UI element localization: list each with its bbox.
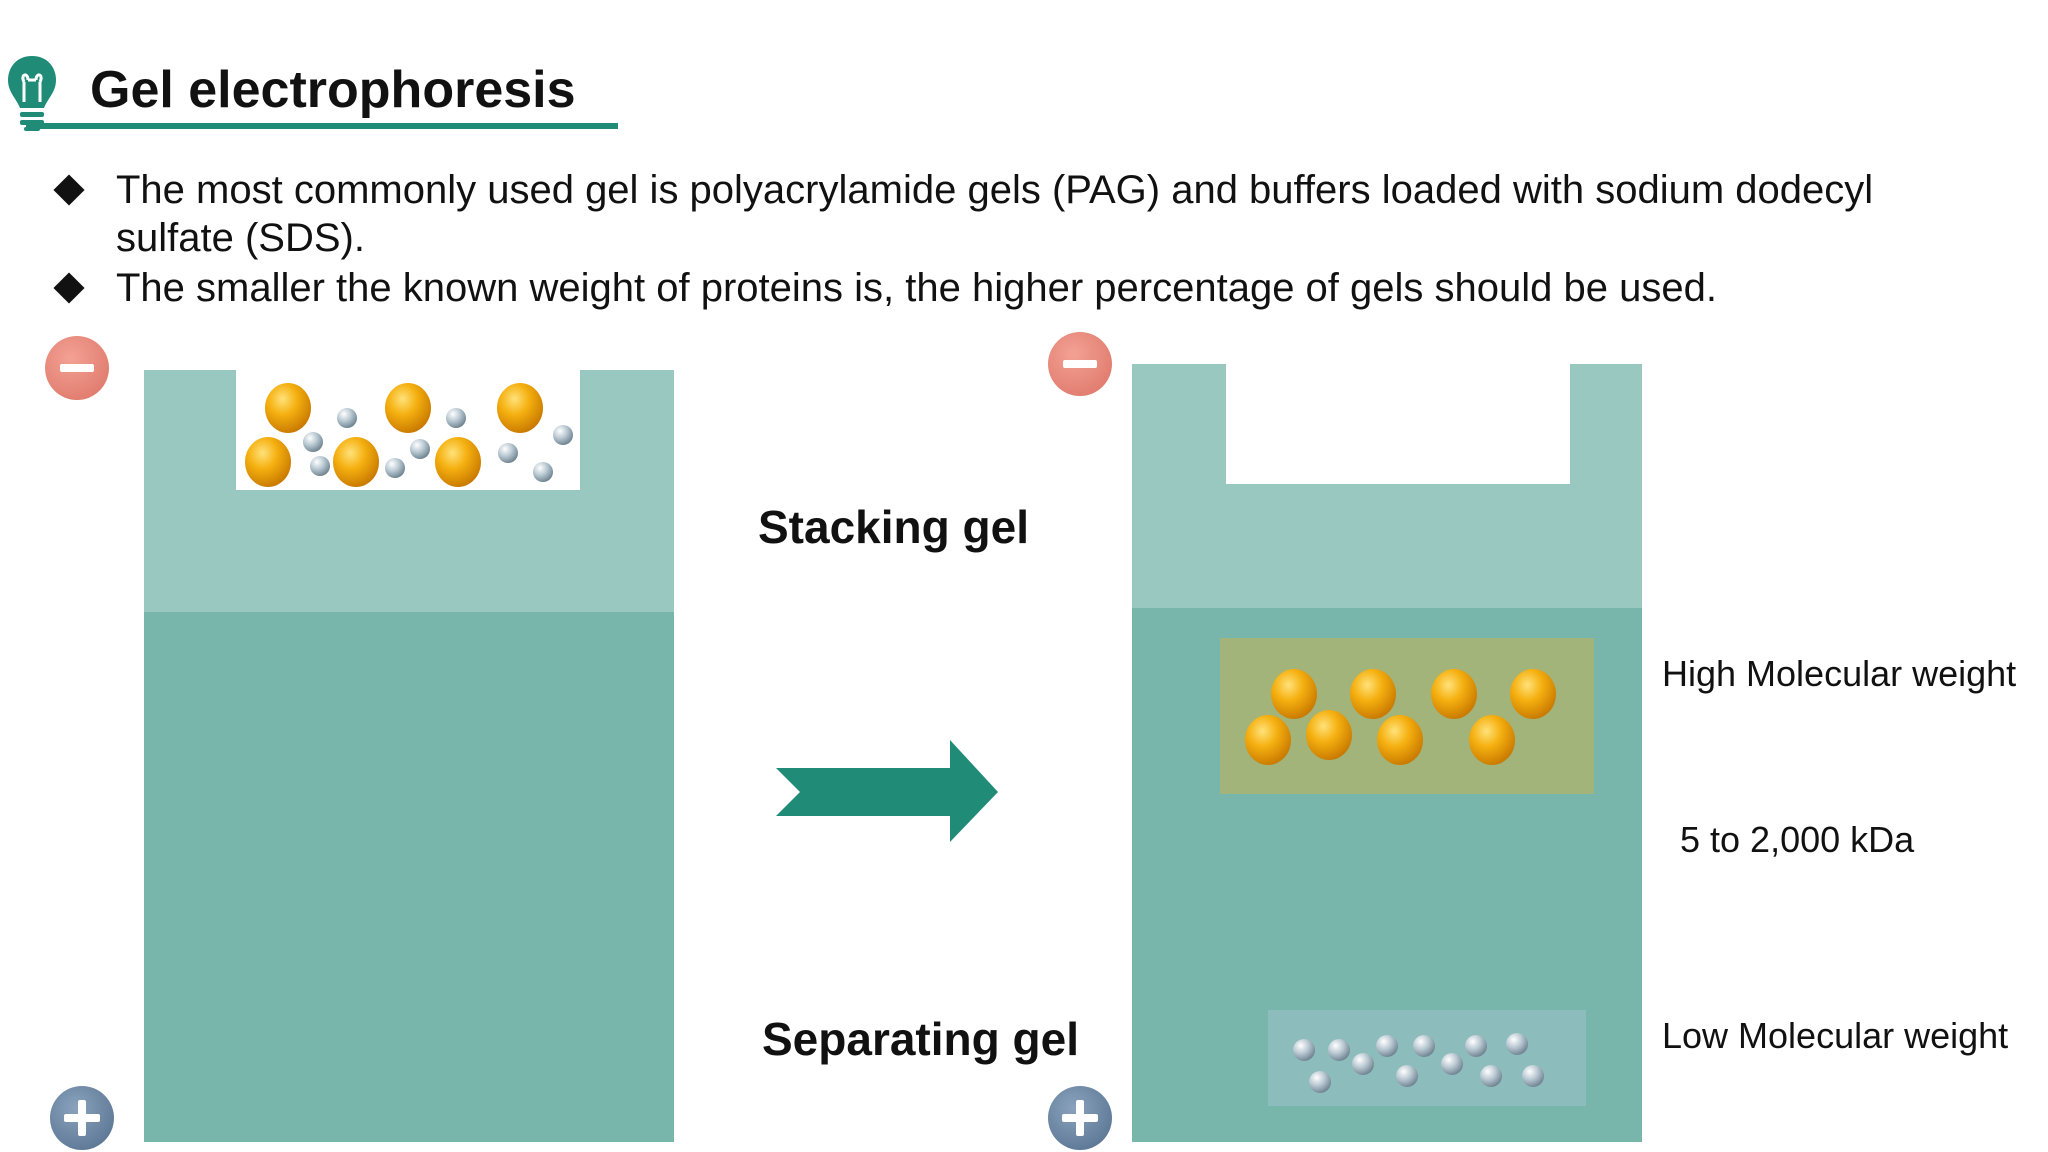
small-protein xyxy=(1413,1035,1435,1057)
large-protein xyxy=(245,437,291,487)
molecular-weight-range-label: 5 to 2,000 kDa xyxy=(1680,819,1915,860)
small-protein xyxy=(1396,1065,1418,1087)
right-gel xyxy=(1132,364,1642,1142)
large-protein xyxy=(1469,715,1515,765)
left-well-proteins xyxy=(245,383,573,487)
bullet-text: The smaller the known weight of proteins… xyxy=(116,266,1717,310)
large-protein xyxy=(1377,715,1423,765)
large-protein xyxy=(1510,669,1556,719)
small-protein xyxy=(1293,1039,1315,1061)
left-gel xyxy=(144,370,674,1142)
small-protein xyxy=(1480,1065,1502,1087)
large-protein xyxy=(1306,710,1352,760)
small-protein xyxy=(1465,1035,1487,1057)
bullet-text: The most commonly used gel is polyacryla… xyxy=(116,168,1874,260)
minus-icon xyxy=(1063,360,1097,368)
large-protein xyxy=(1271,669,1317,719)
large-protein xyxy=(497,383,543,433)
left-stacking-gel xyxy=(144,370,674,612)
right-arrow-icon xyxy=(776,740,998,842)
large-protein xyxy=(1245,715,1291,765)
small-protein xyxy=(1309,1071,1331,1093)
small-protein xyxy=(1352,1053,1374,1075)
small-protein xyxy=(498,443,518,463)
low-band-proteins xyxy=(1293,1033,1544,1093)
small-protein xyxy=(1522,1065,1544,1087)
left-separating-gel xyxy=(144,612,674,1142)
small-protein xyxy=(553,425,573,445)
stacking-gel-label: Stacking gel xyxy=(758,501,1029,553)
large-protein xyxy=(333,437,379,487)
small-protein xyxy=(303,432,323,452)
high-band-proteins xyxy=(1245,669,1556,765)
large-protein xyxy=(1431,669,1477,719)
separating-gel-label: Separating gel xyxy=(762,1013,1079,1065)
high-molecular-weight-label: High Molecular weight xyxy=(1662,653,2016,694)
small-protein xyxy=(310,456,330,476)
small-protein xyxy=(337,408,357,428)
small-protein xyxy=(385,458,405,478)
title-underline xyxy=(26,123,618,129)
small-protein xyxy=(1506,1033,1528,1055)
small-protein xyxy=(1328,1039,1350,1061)
small-protein xyxy=(1376,1035,1398,1057)
small-protein xyxy=(533,462,553,482)
minus-icon xyxy=(60,364,94,372)
low-molecular-weight-label: Low Molecular weight xyxy=(1662,1015,2008,1056)
lightbulb-icon xyxy=(4,52,60,132)
large-protein xyxy=(265,383,311,433)
page-title: Gel electrophoresis xyxy=(90,61,576,119)
small-protein xyxy=(410,439,430,459)
large-protein xyxy=(385,383,431,433)
small-protein xyxy=(1441,1053,1463,1075)
large-protein xyxy=(1350,669,1396,719)
positive-electrode-left xyxy=(50,1086,114,1150)
small-protein xyxy=(446,408,466,428)
large-protein xyxy=(435,437,481,487)
right-stacking-gel xyxy=(1132,364,1642,608)
negative-electrode-left xyxy=(45,336,109,400)
negative-electrode-right xyxy=(1048,332,1112,396)
positive-electrode-right xyxy=(1048,1086,1112,1150)
